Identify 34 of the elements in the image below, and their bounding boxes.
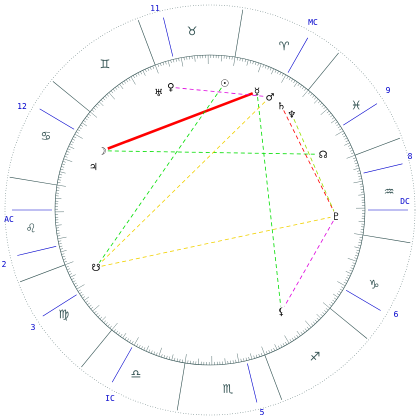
planet-glyph: ♀	[168, 83, 174, 92]
zodiac-sign: ♉	[188, 26, 196, 36]
planet-glyph: ☋	[92, 264, 100, 272]
planet-glyph: ♃	[90, 162, 96, 170]
zodiac-sign: ♒	[384, 188, 394, 194]
zodiac-sign: ♊	[100, 59, 110, 68]
zodiac-sign: ♋	[42, 132, 50, 140]
aspect-line	[284, 220, 334, 307]
aspect-line	[107, 150, 318, 155]
zodiac-sign: ♓	[352, 100, 360, 110]
aspect-line	[175, 87, 265, 97]
planet-glyph: ♆	[288, 110, 296, 118]
planet-glyph: ☽	[101, 147, 106, 154]
planet-glyph: ☿	[254, 88, 260, 96]
zodiac-sign: ♑	[370, 280, 378, 288]
planet-glyph: ☊	[319, 150, 327, 158]
planet-glyph: ♅	[155, 88, 162, 96]
planet-glyph: ☉	[221, 79, 228, 87]
aspect-line	[294, 118, 334, 212]
zodiac-sign: ♏	[222, 384, 233, 394]
aspect-line	[100, 101, 266, 263]
zodiac-sign: ♐	[310, 352, 320, 361]
aspect-line	[107, 92, 254, 150]
zodiac-sign: ♈	[279, 42, 289, 50]
planet-glyph: ♄	[279, 102, 284, 110]
planet-glyph: ♂	[266, 93, 274, 101]
aspect-line	[257, 96, 282, 307]
aspect-line	[98, 87, 222, 263]
planet-glyph: ♇	[334, 212, 338, 220]
planet-glyph: ⚸	[279, 308, 284, 316]
aspect-line	[101, 216, 331, 267]
zodiac-sign: ♎	[132, 370, 140, 378]
zodiac-sign: ♍	[59, 310, 69, 320]
zodiac-sign: ♌	[27, 224, 35, 232]
